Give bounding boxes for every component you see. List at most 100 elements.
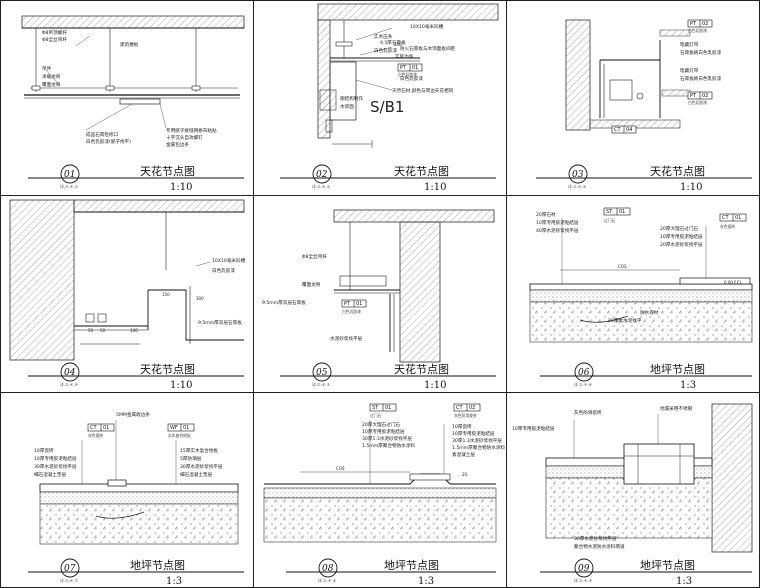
panel-01-drawing xyxy=(21,15,245,131)
panel-06-note: 10厚专用胶泥粘结层 xyxy=(660,233,703,240)
panel-09-note: 10厚专用胶泥粘结层 xyxy=(512,425,555,432)
panel-06-note: 20厚水泥砂浆找平层 xyxy=(660,241,703,248)
panel-05-title-block xyxy=(280,362,496,382)
panel-04-dimension: 150 xyxy=(162,292,170,297)
panel-07-tag-code: WF xyxy=(170,425,178,431)
panel-02-note: 防火石膏板与木饰面板间距 xyxy=(400,45,456,52)
panel-06-title: 地坪节点图 xyxy=(650,363,705,376)
panel-07-note: 细石混凝土垫层 xyxy=(180,471,213,478)
panel-09-title-block xyxy=(540,558,752,578)
panel-divider xyxy=(0,195,760,196)
panel-08-drawing xyxy=(263,403,497,543)
panel-08-note: 素混凝土层 xyxy=(452,451,475,458)
panel-08-note: 30厚1:3水泥砂浆找平层 xyxy=(452,437,502,444)
panel-03-tag-number: 02 xyxy=(702,93,708,99)
panel-01-note: 承载龙骨 xyxy=(42,73,61,80)
panel-01-title-block xyxy=(28,164,244,184)
panel-02-note: 天然石材,颜色与周边天花相同 xyxy=(392,87,454,94)
panel-06-ref: 详-②-④-⑥ xyxy=(574,382,593,387)
panel-08-tag-code: CT xyxy=(456,405,463,411)
panel-09-note: 30厚水泥砂浆找平层 xyxy=(574,535,617,542)
panel-05-note: 水泥砂浆找平层 xyxy=(330,335,363,342)
panel-07-note: 5厚防潮层 xyxy=(180,455,202,462)
panel-08-note: 10厚专用胶泥粘结层 xyxy=(362,428,405,435)
panel-05-tag-number: 01 xyxy=(356,301,362,307)
panel-03-tag-caption: 白色乳胶漆 xyxy=(688,28,707,33)
panel-05-ref: 详-②-④-⑤ xyxy=(312,382,331,387)
panel-08-note: 10厚专用胶泥粘结层 xyxy=(452,430,495,437)
panel-05-note: Φ8全丝吊杆 xyxy=(302,253,327,260)
panel-08-number: 08 xyxy=(322,564,334,574)
panel-05-title: 天花节点图 xyxy=(394,363,449,376)
panel-07-note: 15厚实木复合地板 xyxy=(180,447,218,454)
panel-06-dimension: 0.00 F.F.L xyxy=(724,280,743,285)
panel-07-note: 细石混凝土垫层 xyxy=(34,471,67,478)
panel-09-note: 灰色防滑瓷砖 xyxy=(574,409,602,416)
panel-08-note: 20厚大理石过门石 xyxy=(362,421,400,428)
panel-07-note: 10厚瓷砖 xyxy=(34,447,54,454)
panel-03-note: 石膏板刷白色乳胶漆 xyxy=(680,75,722,82)
panel-01-note: 白色乳胶漆(腻子找平) xyxy=(86,138,131,145)
panel-divider xyxy=(0,392,760,393)
panel-06-tag-number: 01 xyxy=(619,209,625,215)
panel-05-note: 9.5mm厚双层石膏板 xyxy=(262,299,306,306)
panel-01-note: 十字沉头自攻螺钉 xyxy=(166,134,203,141)
panel-06-drawing xyxy=(529,207,753,343)
panel-03-title: 天花节点图 xyxy=(650,165,705,178)
panel-04-ref: 详-②-④-④ xyxy=(60,382,79,387)
panel-08-title-block xyxy=(286,558,496,578)
panel-08-note: 1.5mm厚聚合物防水涂料 xyxy=(452,444,505,451)
panel-02-note: 钢结构制作 xyxy=(340,95,363,102)
sheet-border xyxy=(0,0,1,588)
panel-08-note: 1.5mm厚聚合物防水涂料 xyxy=(362,442,415,449)
panel-04-note: 白色乳胶漆 xyxy=(212,267,235,274)
panel-08-tag-caption: 过门石 xyxy=(370,413,382,418)
panel-06-title-block xyxy=(540,362,752,382)
panel-07-tag-number: 01 xyxy=(103,425,109,431)
panel-06-note: 40厚水泥砂浆找平层 xyxy=(536,227,579,234)
panel-03-scale: 1:10 xyxy=(680,182,702,193)
panel-07-scale: 1:3 xyxy=(166,576,182,587)
sheet-border xyxy=(0,0,760,1)
panel-08-note: 10厚瓷砖 xyxy=(452,423,472,430)
panel-08-tag-code: ST xyxy=(372,405,379,411)
panel-08-tag-number: 02 xyxy=(469,405,475,411)
panel-04-drawing xyxy=(9,199,245,361)
panel-04-dimension: 50 xyxy=(100,328,106,333)
panel-01-scale: 1:10 xyxy=(170,182,192,193)
panel-divider xyxy=(253,0,254,588)
panel-08-ref: 详-②-④-⑧ xyxy=(318,578,337,583)
panel-05-tag-code: PT xyxy=(344,301,351,307)
panel-01-note: 建筑楼板 xyxy=(120,41,139,48)
panel-07-note: 5MM金属收边条 xyxy=(116,411,150,418)
panel-04-dimension: 300 xyxy=(196,296,204,301)
panel-02-note: 白色乳胶漆 xyxy=(374,47,397,54)
panel-09-ref: 详-②-④-⑨ xyxy=(574,578,593,583)
panel-01-ref: 详-②-④-① xyxy=(60,184,79,189)
panel-07-tag-code: CT xyxy=(90,425,97,431)
panel-02-ref: 详-②-④-② xyxy=(312,184,331,189)
panel-03-number: 03 xyxy=(572,170,584,180)
panel-08-dimension: 20 xyxy=(462,472,468,477)
panel-09-drawing xyxy=(545,403,753,553)
panel-01-note: Φ8吊顶螺杆 xyxy=(42,29,67,36)
panel-02-tag-number: 01 xyxy=(412,65,418,71)
panel-06-tag-number: 01 xyxy=(735,215,741,221)
panel-03-note: 暗藏灯带 xyxy=(680,41,699,48)
panel-05-drawing xyxy=(333,209,495,363)
panel-01-note: Φ8全丝吊杆 xyxy=(42,36,67,43)
panel-03-note: 白色乳胶漆 xyxy=(688,100,707,105)
panel-01-note: 专用腻子接缝网格布粘贴 xyxy=(166,127,217,134)
panel-06-note: 10厚专用胶泥粘结层 xyxy=(536,219,579,226)
panel-01-note: 金属包边条 xyxy=(166,141,189,148)
panel-08-dimension: COS xyxy=(336,466,345,471)
panel-07-tag-caption: 灰色瓷砖 xyxy=(88,433,103,438)
panel-07-note: 30厚水泥砂浆找平层 xyxy=(34,463,77,470)
panel-03-ref: 详-②-④-③ xyxy=(568,184,587,189)
panel-04-title-block xyxy=(28,362,244,382)
panel-07-note: 10厚专用胶泥粘结层 xyxy=(34,455,77,462)
panel-08-scale: 1:3 xyxy=(418,576,434,587)
panel-06-tag-caption: 过门石 xyxy=(604,218,616,223)
panel-09-note: 地漏采用不锈钢 xyxy=(660,405,693,412)
